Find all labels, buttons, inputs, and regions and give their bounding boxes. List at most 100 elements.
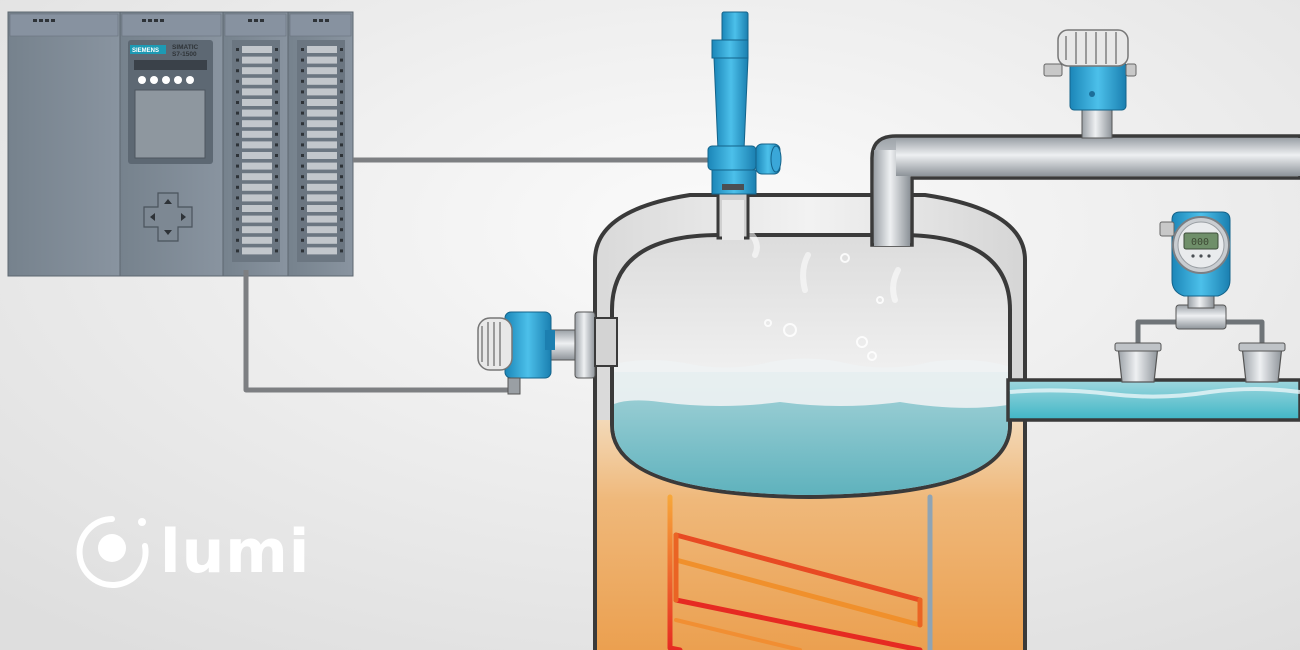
io-led <box>301 132 304 136</box>
io-led <box>275 238 278 242</box>
io-terminal <box>242 247 272 255</box>
io-led <box>340 122 343 126</box>
io-led <box>340 132 343 136</box>
io-led <box>340 249 343 253</box>
plc-brand-label: SIEMENS <box>132 48 159 54</box>
io-led <box>340 143 343 147</box>
io-terminal <box>242 205 272 212</box>
io-terminal <box>307 247 337 255</box>
plc-rack[interactable]: SIEMENS SIMATIC S7-1500 <box>7 11 354 277</box>
io-led <box>301 238 304 242</box>
io-led <box>340 217 343 221</box>
io-led <box>301 79 304 83</box>
io-led <box>236 143 239 147</box>
io-terminal <box>307 99 337 106</box>
io-led <box>236 132 239 136</box>
steam-outlet-pipe <box>870 134 1300 247</box>
transmitter-display: 000 <box>1191 237 1209 248</box>
io-terminal <box>242 162 272 170</box>
io-terminal <box>307 56 337 64</box>
io-terminal <box>242 56 272 64</box>
io-led <box>275 164 278 168</box>
io-led <box>236 175 239 179</box>
io-terminal <box>242 77 272 85</box>
io-terminal <box>242 130 272 138</box>
io-led <box>301 101 304 104</box>
plc-model-line2: S7-1500 <box>172 51 197 58</box>
io-terminal <box>307 109 337 117</box>
cpu-dpad[interactable] <box>143 192 193 242</box>
lumi-logo: lumi <box>76 516 309 588</box>
io-led <box>275 69 278 73</box>
io-led <box>301 175 304 179</box>
lumi-logo-icon <box>76 516 149 588</box>
io-terminal <box>242 236 272 244</box>
io-terminal <box>307 88 337 96</box>
io-module-icon[interactable] <box>222 11 289 277</box>
io-led <box>275 90 278 94</box>
io-terminal <box>242 152 272 159</box>
io-led <box>275 175 278 179</box>
io-led <box>301 185 304 189</box>
io-led <box>275 228 278 232</box>
io-led <box>340 90 343 94</box>
io-led <box>301 217 304 221</box>
io-led <box>236 58 239 62</box>
io-terminal <box>307 141 337 149</box>
io-terminal <box>307 226 337 234</box>
plc-model-line1: SIMATIC <box>172 44 199 51</box>
io-led <box>236 101 239 104</box>
io-led <box>275 217 278 221</box>
io-led <box>340 164 343 168</box>
io-terminal <box>242 226 272 234</box>
heating-coil-icon[interactable] <box>667 494 933 650</box>
io-led <box>275 122 278 126</box>
io-module-icon[interactable] <box>287 11 354 277</box>
io-terminal <box>307 46 337 53</box>
io-led <box>275 79 278 83</box>
io-terminal <box>242 46 272 53</box>
io-terminal <box>242 141 272 149</box>
io-terminal <box>307 120 337 128</box>
io-led <box>301 228 304 232</box>
io-led <box>236 164 239 168</box>
safety-valve-icon[interactable] <box>707 11 782 195</box>
io-led <box>236 249 239 253</box>
io-led <box>236 111 239 115</box>
io-terminal <box>307 205 337 212</box>
io-terminal <box>242 215 272 223</box>
plc-cpu-icon[interactable]: SIEMENS SIMATIC S7-1500 <box>119 11 224 277</box>
io-terminal <box>307 130 337 138</box>
io-terminal <box>242 120 272 128</box>
io-led <box>236 185 239 189</box>
io-terminal <box>242 67 272 75</box>
io-led <box>301 143 304 147</box>
io-led <box>340 175 343 179</box>
io-terminal <box>242 88 272 96</box>
io-led <box>236 48 239 51</box>
temperature-sensor-icon[interactable] <box>477 311 618 395</box>
io-led <box>340 185 343 189</box>
io-led <box>301 154 304 157</box>
io-terminal <box>242 194 272 202</box>
io-terminal <box>307 194 337 202</box>
pressure-transmitter-icon[interactable] <box>1043 29 1137 139</box>
io-led <box>340 111 343 115</box>
io-terminal <box>307 67 337 75</box>
differential-pressure-transmitter-icon[interactable]: 000 <box>1114 211 1286 383</box>
io-led <box>301 122 304 126</box>
io-led <box>340 196 343 200</box>
io-led <box>236 238 239 242</box>
io-led <box>301 207 304 210</box>
io-led <box>236 217 239 221</box>
io-terminal <box>307 152 337 159</box>
io-led <box>236 154 239 157</box>
io-led <box>340 101 343 104</box>
io-led <box>340 207 343 210</box>
io-led <box>340 79 343 83</box>
io-led <box>340 238 343 242</box>
io-terminal <box>242 173 272 181</box>
io-led <box>301 196 304 200</box>
io-led <box>236 207 239 210</box>
drum-foam <box>614 358 1008 408</box>
